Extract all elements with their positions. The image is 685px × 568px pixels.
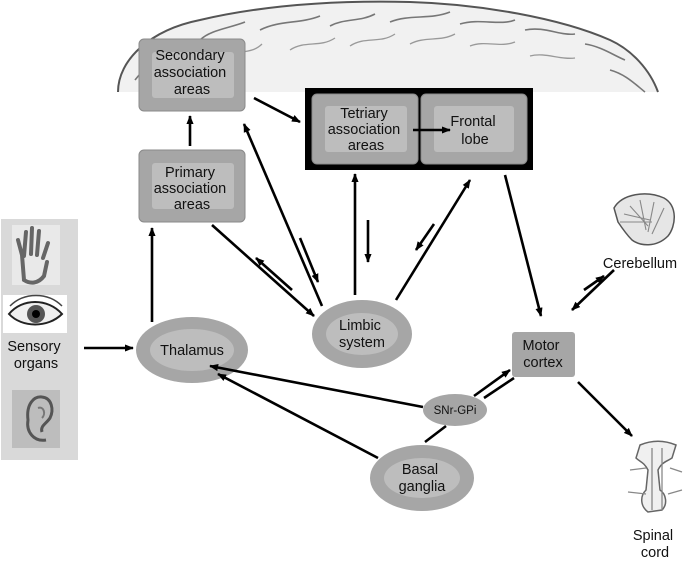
arrow-primary-to-limbic (211, 224, 315, 317)
connections (84, 96, 633, 460)
arrow-snr-to-thalamus (209, 363, 424, 409)
eye-icon (3, 294, 67, 333)
svg-text:Thalamus: Thalamus (160, 343, 224, 359)
arrow-limbic-to-frontal (394, 179, 472, 301)
arrow-basal-to-thalamus (217, 372, 379, 460)
tertiary-frontal-frame: Tetriary association areas Frontal lobe (305, 88, 533, 170)
line-basal-to-snr (424, 424, 447, 444)
arrow-motor-to-spinal (577, 381, 633, 437)
basal-ganglia-node: Basal ganglia (370, 445, 474, 511)
limbic-system-node: Limbic system (312, 300, 412, 368)
arrow-secondary-to-tertiary (253, 96, 301, 124)
arrow-cerebellum-to-motor (571, 269, 615, 311)
arrow-frontal-to-motor (503, 174, 543, 317)
snr-gpi-node: SNr-GPi (423, 394, 487, 426)
arrow-limbic-secondary-small (298, 237, 320, 283)
frontal-lobe-label: Frontal lobe (450, 114, 499, 148)
svg-text:Primary association: Primary association areas (154, 165, 231, 213)
motor-cortex-node: Motor cortex (512, 332, 575, 377)
sensory-organs-panel: Sensory organs (1, 219, 78, 460)
svg-text:Limbic system: Limbic system (339, 318, 385, 351)
tertiary-association-areas-label: Tetriary association areas (328, 106, 405, 154)
spinal-cord-icon (627, 440, 683, 513)
svg-text:Secondary association: Secondary association areas (154, 48, 231, 98)
ear-icon (12, 390, 60, 448)
svg-text:Motor cortex: Motor cortex (522, 338, 563, 371)
cerebellum-label: Cerebellum (603, 256, 677, 272)
primary-association-areas-node: Primary association areas (138, 149, 246, 223)
svg-text:SNr-GPi: SNr-GPi (434, 405, 477, 417)
line-motor-to-snr (483, 376, 515, 400)
secondary-association-areas-node: Secondary association areas (138, 38, 246, 112)
arrow-limbic-to-secondary (242, 123, 324, 307)
arrow-snr-to-motor (473, 368, 511, 398)
hand-icon (12, 225, 60, 285)
arrow-frontal-limbic-small (414, 223, 436, 251)
spinal-cord-label: Spinal cord (633, 528, 677, 561)
svg-text:Basal ganglia: Basal ganglia (399, 462, 447, 495)
arrow-limbic-primary-small (255, 257, 293, 291)
thalamus-node: Thalamus (136, 317, 248, 383)
sensory-organs-label: Sensory organs (7, 339, 64, 372)
cerebellum-icon (613, 193, 675, 246)
arrow-motor-cerebellum-small (583, 274, 605, 292)
